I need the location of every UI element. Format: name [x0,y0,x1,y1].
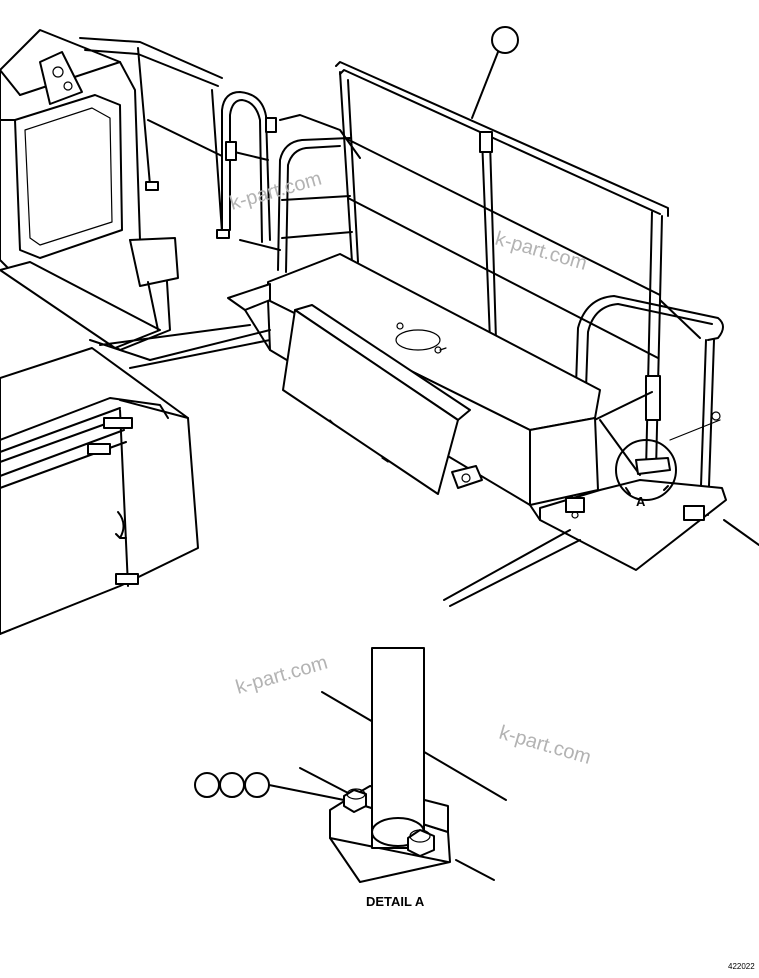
item-callout-top [471,26,519,119]
detail-marker-label: A [636,494,646,509]
main-handrail [335,61,724,516]
floor-lines [89,329,271,361]
detail-a-callout: A [615,439,677,509]
lower-cabinet [0,347,199,635]
cab-structure [0,29,271,369]
center-gate [221,91,361,273]
figure-number: 422022 [728,962,755,971]
storage-box [227,253,601,506]
watermark-4: k-part.com [497,722,594,769]
detail-circle [615,439,677,501]
callout-bubble [491,26,519,54]
detail-caption: DETAIL A [366,894,425,909]
walkway-platform [443,419,759,607]
watermark-1: k-part.com [227,168,324,215]
watermark-3: k-part.com [233,652,330,699]
detail-a-view: DETAIL A [194,647,507,909]
left-handrail [79,37,230,239]
